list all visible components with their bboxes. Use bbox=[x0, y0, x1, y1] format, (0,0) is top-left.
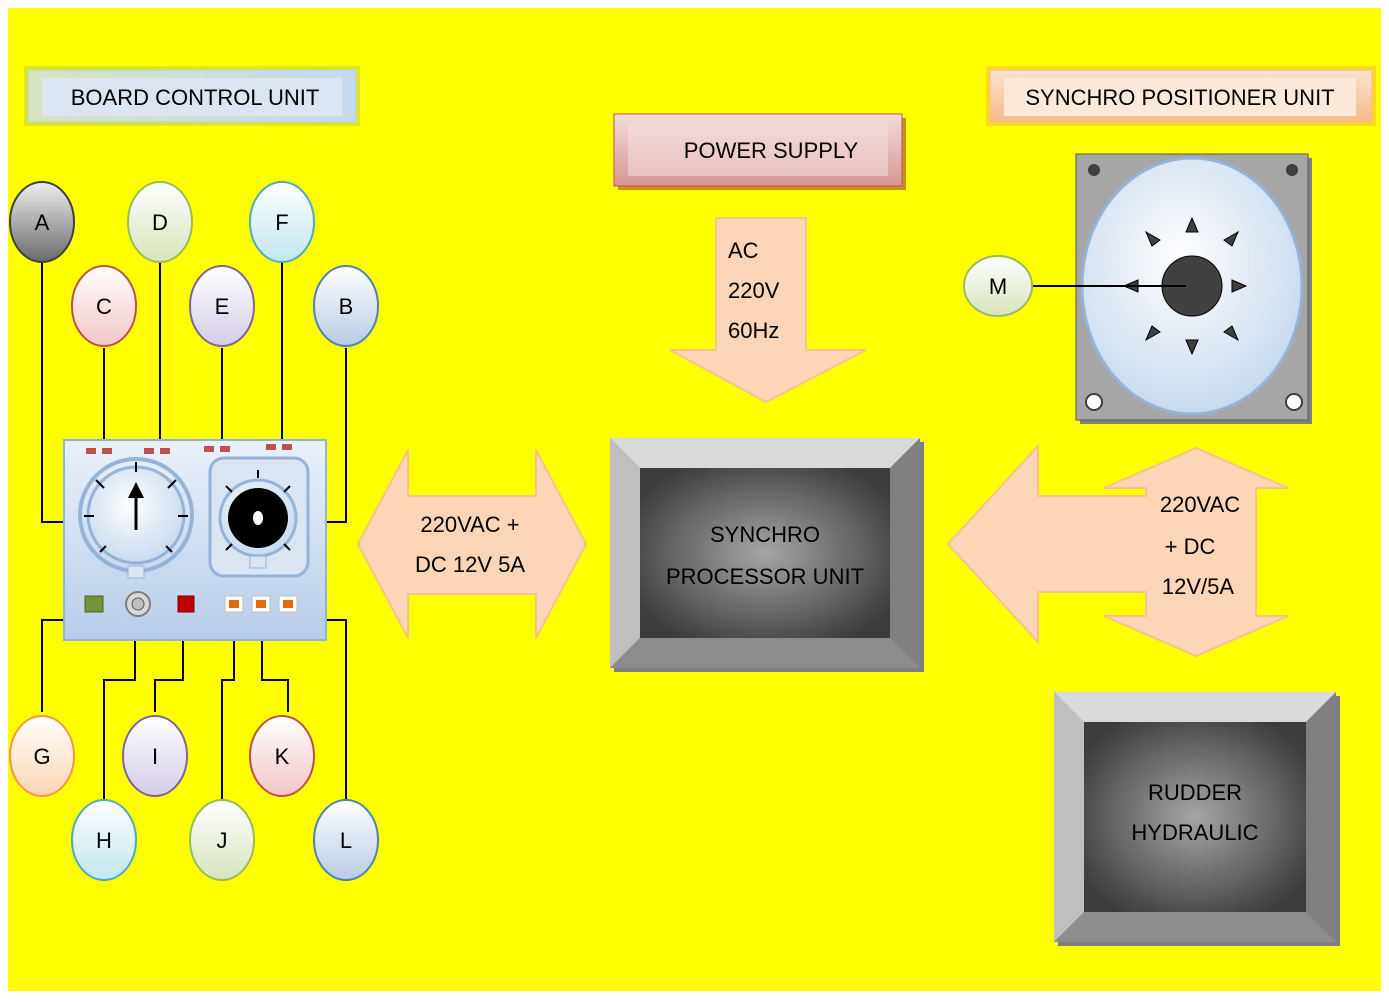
svg-text:220VAC: 220VAC bbox=[1160, 492, 1240, 517]
svg-text:M: M bbox=[989, 274, 1007, 299]
svg-text:220VAC +: 220VAC + bbox=[420, 512, 519, 537]
svg-text:PROCESSOR UNIT: PROCESSOR UNIT bbox=[666, 564, 864, 589]
svg-text:K: K bbox=[275, 744, 290, 769]
callout-H: H bbox=[71, 799, 137, 881]
svg-text:60Hz: 60Hz bbox=[728, 318, 779, 343]
orange-buttons[interactable] bbox=[224, 595, 298, 613]
synchro-processor-unit: SYNCHRO PROCESSOR UNIT bbox=[610, 438, 924, 672]
svg-text:H: H bbox=[96, 828, 112, 853]
callout-G: G bbox=[9, 715, 75, 797]
board-control-title: BOARD CONTROL UNIT bbox=[71, 85, 320, 110]
callout-J: J bbox=[189, 799, 255, 881]
svg-text:RUDDER: RUDDER bbox=[1148, 780, 1242, 805]
callout-D: D bbox=[127, 181, 193, 263]
callout-K: K bbox=[249, 715, 315, 797]
svg-text:D: D bbox=[152, 210, 168, 235]
synchro-rotor-icon bbox=[1122, 216, 1248, 356]
indicator-lamps bbox=[86, 444, 292, 454]
svg-text:F: F bbox=[275, 210, 288, 235]
svg-text:220V: 220V bbox=[728, 278, 780, 303]
synchro-positioner-header: SYNCHRO POSITIONER UNIT bbox=[986, 66, 1376, 126]
svg-text:B: B bbox=[339, 294, 354, 319]
rudder-hydraulic-unit: RUDDER HYDRAULIC bbox=[1054, 692, 1340, 946]
callout-E: E bbox=[189, 265, 255, 347]
callout-M: M bbox=[963, 255, 1033, 317]
processor-positioner-arrow: 220VAC + DC 12V/5A bbox=[946, 443, 1289, 658]
power-supply-title: POWER SUPPLY bbox=[684, 138, 859, 163]
svg-text:I: I bbox=[152, 744, 158, 769]
callout-I: I bbox=[122, 715, 188, 797]
board-control-header: BOARD CONTROL UNIT bbox=[24, 66, 360, 126]
rotary-knob[interactable] bbox=[208, 456, 310, 578]
svg-text:E: E bbox=[215, 294, 230, 319]
synchro-positioner-device bbox=[1075, 153, 1312, 424]
svg-text:AC: AC bbox=[728, 238, 759, 263]
svg-text:C: C bbox=[96, 294, 112, 319]
svg-text:DC 12V 5A: DC 12V 5A bbox=[415, 552, 525, 577]
svg-text:J: J bbox=[217, 828, 228, 853]
callout-L: L bbox=[313, 799, 379, 881]
power-supply-header: POWER SUPPLY bbox=[613, 113, 906, 190]
red-button[interactable] bbox=[177, 595, 195, 613]
svg-text:A: A bbox=[35, 210, 50, 235]
selector-knob[interactable] bbox=[125, 591, 151, 617]
svg-text:SYNCHRO: SYNCHRO bbox=[710, 522, 820, 547]
callout-F: F bbox=[249, 181, 315, 263]
dial-needle-tip-icon bbox=[128, 482, 144, 498]
board-control-panel bbox=[63, 439, 327, 641]
green-button[interactable] bbox=[84, 595, 104, 613]
svg-text:+ DC: + DC bbox=[1165, 534, 1216, 559]
callout-C: C bbox=[71, 265, 137, 347]
svg-text:HYDRAULIC: HYDRAULIC bbox=[1131, 820, 1258, 845]
callout-A: A bbox=[9, 181, 75, 263]
svg-text:L: L bbox=[340, 828, 352, 853]
svg-text:G: G bbox=[33, 744, 50, 769]
synchro-positioner-title: SYNCHRO POSITIONER UNIT bbox=[1025, 85, 1334, 110]
power-input-arrow: AC 220V 60Hz bbox=[669, 217, 867, 404]
direction-dial[interactable] bbox=[78, 457, 194, 579]
callout-B: B bbox=[313, 265, 379, 347]
svg-text:12V/5A: 12V/5A bbox=[1162, 574, 1234, 599]
board-processor-arrow: 220VAC + DC 12V 5A bbox=[356, 449, 588, 639]
